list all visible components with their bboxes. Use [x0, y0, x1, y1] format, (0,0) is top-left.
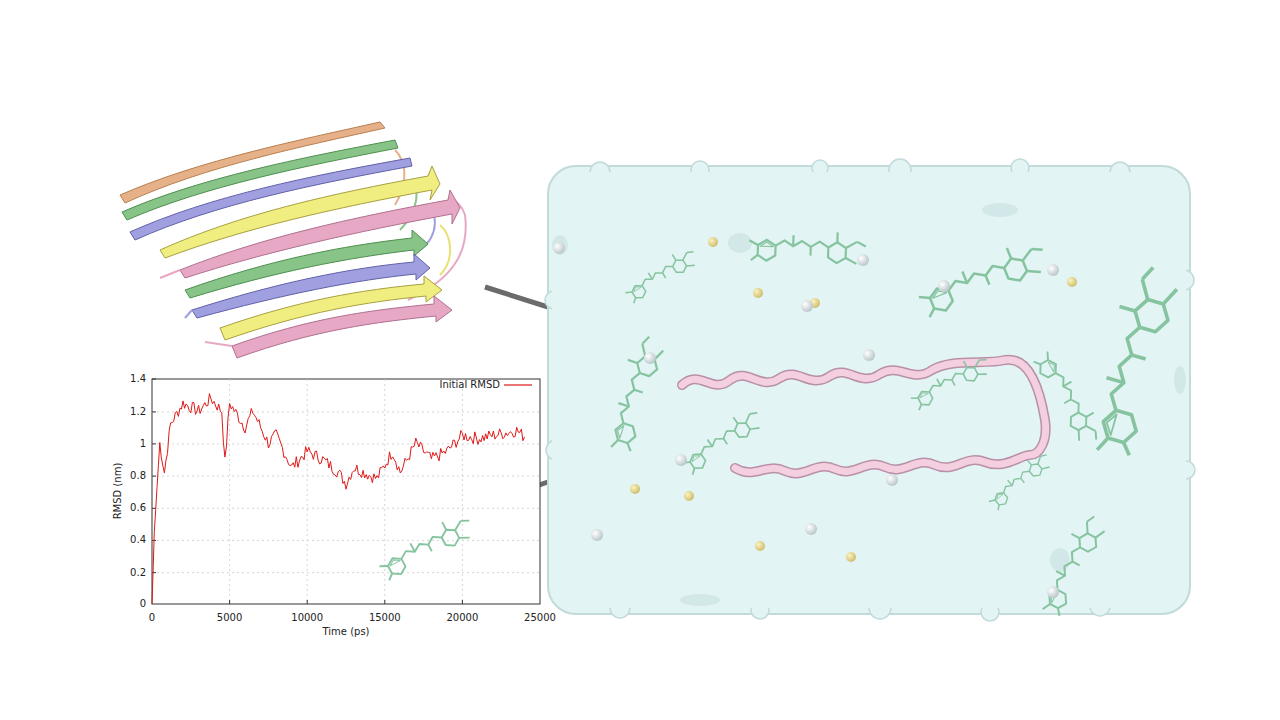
- axis-tick: 0: [149, 612, 155, 624]
- rmsd-plot: [152, 379, 540, 604]
- legend-text: Initial RMSD: [440, 379, 500, 391]
- axis-tick: 0.2: [130, 567, 146, 579]
- axis-title: RMSD (nm): [112, 463, 124, 520]
- axis-tick: 1.2: [130, 406, 146, 418]
- axis-tick: 10000: [291, 612, 323, 624]
- simulation-box: [545, 159, 1195, 621]
- axis-tick: 25000: [524, 612, 556, 624]
- beta-sheet: [120, 122, 466, 358]
- axis-tick: 5000: [217, 612, 242, 624]
- axis-tick: 1.4: [130, 373, 146, 385]
- axis-tick: 0.8: [130, 470, 146, 482]
- axis-tick: 15000: [369, 612, 401, 624]
- axis-title: Time (ps): [322, 626, 369, 638]
- axis-tick: 0.4: [130, 534, 146, 546]
- axis-tick: 20000: [446, 612, 478, 624]
- axis-tick: 1: [140, 438, 146, 450]
- axis-tick: 0.6: [130, 502, 146, 514]
- axis-tick: 0: [140, 598, 146, 610]
